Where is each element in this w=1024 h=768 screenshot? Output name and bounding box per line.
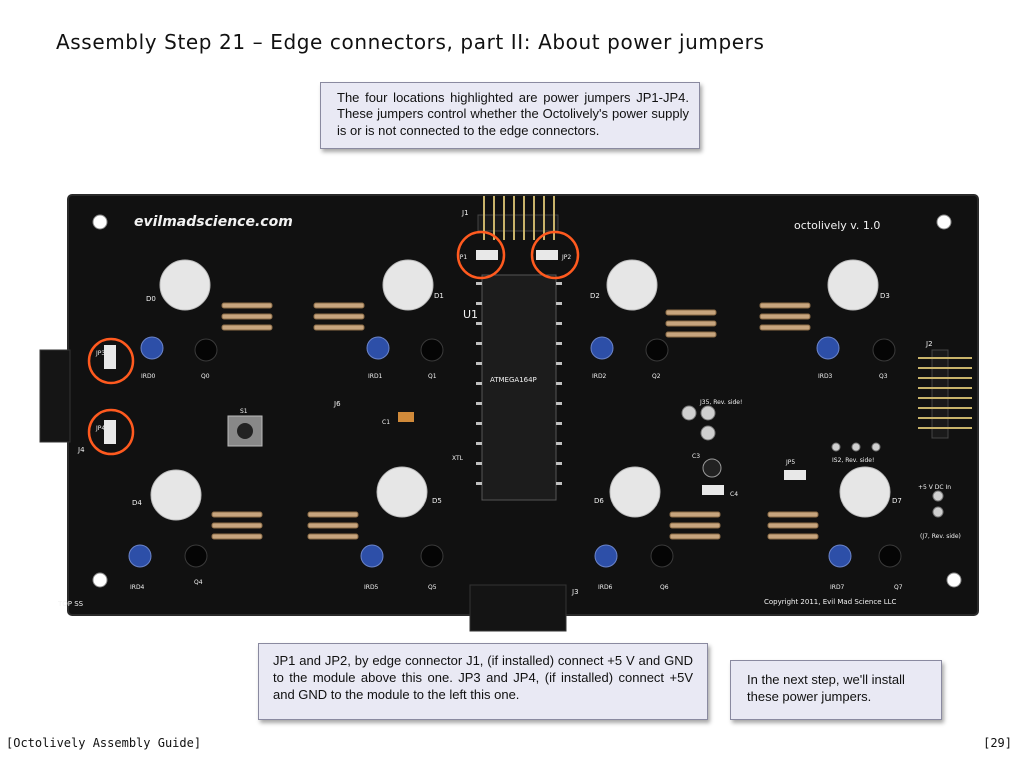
ir-led-0: [140, 336, 164, 360]
phototransistor-0: [194, 338, 218, 362]
pcb-j6-label: J6: [333, 400, 341, 408]
pcb-j4-label: J4: [77, 446, 85, 454]
footer-page-number: [29]: [983, 736, 1012, 750]
pcb-top-label: TOP SS: [57, 600, 84, 608]
led-d1: [382, 259, 434, 311]
capacitor-c3: [702, 458, 722, 478]
pcb-j35-note: J35, Rev. side!: [699, 399, 742, 406]
ir-led-6: [594, 544, 618, 568]
highlight-jp1: [456, 230, 506, 280]
pcb-led-d1: D1: [434, 292, 444, 300]
pcb-q1: Q1: [428, 373, 437, 380]
microcontroller-u1: [481, 274, 557, 501]
phototransistor-3: [872, 338, 896, 362]
pcb-j2-label: J2: [925, 340, 933, 348]
pcb-c1: C1: [382, 419, 390, 426]
pcb-led-d2: D2: [590, 292, 600, 300]
pcb-led-d3: D3: [880, 292, 890, 300]
capacitor-c1: [398, 412, 414, 422]
pcb-c4: C4: [730, 491, 738, 498]
edge-connector-j4: [39, 349, 71, 443]
phototransistor-7: [878, 544, 902, 568]
pcb-jp5-label: JP5: [785, 459, 795, 466]
phototransistor-4: [184, 544, 208, 568]
pcb-chip-text: ATMEGA164P: [490, 376, 537, 384]
pcb-led-d7: D7: [892, 497, 902, 505]
ir-led-2: [590, 336, 614, 360]
mounting-holes: [92, 214, 962, 588]
pcb-jp2-label: JP2: [561, 254, 571, 261]
ir-led-5: [360, 544, 384, 568]
pcb-brand: evilmadscience.com: [134, 214, 293, 230]
phototransistor-6: [650, 544, 674, 568]
phototransistors: [184, 338, 902, 568]
pcb-led-d0: D0: [146, 295, 156, 303]
callout-jumper-overview: The four locations highlighted are power…: [320, 82, 700, 149]
phototransistor-2: [645, 338, 669, 362]
pcb-j7-note: (J7, Rev. side): [920, 533, 961, 540]
pcb-q5: Q5: [428, 584, 437, 591]
led-d6: [609, 466, 661, 518]
jumper-pads: [104, 250, 806, 495]
slide-title: Assembly Step 21 – Edge connectors, part…: [56, 30, 765, 54]
pcb-u1-label: U1: [463, 308, 478, 321]
highlight-jp4: [87, 408, 135, 456]
pcb-ird4: IRD4: [130, 584, 145, 591]
led-d4: [150, 469, 202, 521]
pcb-ird1: IRD1: [368, 373, 383, 380]
pcb-ird6: IRD6: [598, 584, 613, 591]
callout-next-step: In the next step, we'll install these po…: [730, 660, 942, 720]
pcb-power-in: +5 V DC In: [918, 484, 951, 491]
ir-led-1: [366, 336, 390, 360]
pcb-xtl: XTL: [452, 455, 464, 462]
pcb-photo: evilmadscience.com octolively v. 1.0 Cop…: [39, 194, 979, 632]
highlight-jp3: [87, 337, 135, 385]
pcb-copyright: Copyright 2011, Evil Mad Science LLC: [764, 598, 897, 606]
pcb-led-d4: D4: [132, 499, 142, 507]
connector-j3: [469, 584, 567, 632]
pcb-is2-note: IS2, Rev. side!: [832, 457, 874, 464]
pcb-ird2: IRD2: [592, 373, 607, 380]
pcb-c3: C3: [692, 453, 700, 460]
callout-jumper-connections: JP1 and JP2, by edge connector J1, (if i…: [258, 643, 708, 720]
phototransistor-5: [420, 544, 444, 568]
led-d0: [159, 259, 211, 311]
resistor-banks: [211, 302, 819, 540]
pcb-jp4-label: JP4: [95, 425, 105, 432]
header-j2: [918, 349, 972, 439]
pcb-product: octolively v. 1.0: [794, 219, 880, 232]
highlight-jp2: [530, 230, 580, 280]
pcb-led-d5: D5: [432, 497, 442, 505]
pcb-s1: S1: [240, 408, 248, 415]
pcb-q4: Q4: [194, 579, 203, 586]
pcb-q2: Q2: [652, 373, 661, 380]
led-domes: [150, 259, 891, 521]
pcb-j3-label: J3: [571, 588, 579, 596]
phototransistor-1: [420, 338, 444, 362]
pcb-ird3: IRD3: [818, 373, 833, 380]
footer-guide-name: [Octolively Assembly Guide]: [6, 736, 202, 750]
ir-led-4: [128, 544, 152, 568]
pcb-j1-label: J1: [461, 209, 469, 217]
pcb-ird7: IRD7: [830, 584, 845, 591]
ir-led-3: [816, 336, 840, 360]
led-d5: [376, 466, 428, 518]
pcb-q7: Q7: [894, 584, 903, 591]
ir-leds: [128, 336, 852, 568]
pcb-q3: Q3: [879, 373, 888, 380]
pcb-q6: Q6: [660, 584, 669, 591]
pcb-ird5: IRD5: [364, 584, 379, 591]
pcb-q0: Q0: [201, 373, 210, 380]
ir-led-7: [828, 544, 852, 568]
pcb-jp3-label: JP3: [95, 350, 105, 357]
jumper-highlights: [87, 230, 580, 456]
led-d2: [606, 259, 658, 311]
pcb-led-d6: D6: [594, 497, 604, 505]
pcb-ird0: IRD0: [141, 373, 156, 380]
pcb-jp1-label: JP1: [457, 254, 467, 261]
led-d3: [827, 259, 879, 311]
led-d7: [839, 466, 891, 518]
